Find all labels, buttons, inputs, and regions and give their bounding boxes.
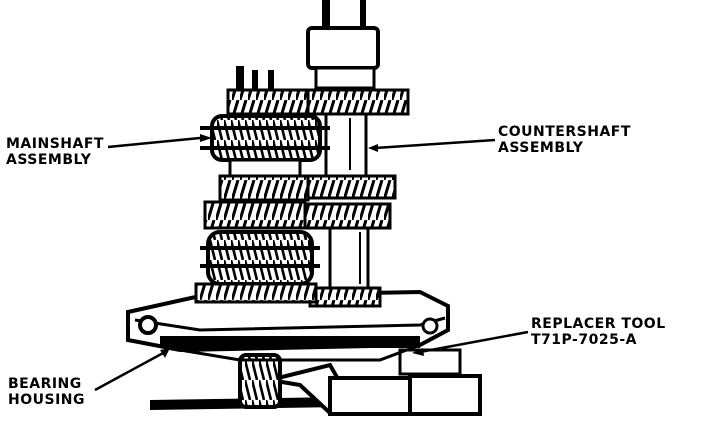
- mainshaft-leader: [107, 136, 201, 149]
- countershaft-leader: [374, 138, 496, 150]
- bearing-housing-label-line2: HOUSING: [8, 392, 85, 408]
- base-stand: [150, 348, 482, 416]
- replacer-tool-label-line2: T71P-7025-A: [531, 332, 637, 348]
- mainshaft: [194, 66, 330, 304]
- countershaft-label-line1: COUNTERSHAFT: [498, 124, 631, 140]
- countershaft-label-line2: ASSEMBLY: [498, 140, 584, 156]
- bearing-housing-label-line1: BEARING: [8, 376, 82, 392]
- bearing-housing-label: BEARING HOUSING: [8, 376, 85, 408]
- bearing-housing-leader: [94, 350, 166, 392]
- mainshaft-label-line1: MAINSHAFT: [6, 136, 104, 152]
- mainshaft-label-line2: ASSEMBLY: [6, 152, 92, 168]
- countershaft-assembly-label: COUNTERSHAFT ASSEMBLY: [498, 124, 631, 156]
- replacer-tool-label: REPLACER TOOL T71P-7025-A: [531, 316, 666, 348]
- mainshaft-assembly-label: MAINSHAFT ASSEMBLY: [6, 136, 104, 168]
- replacer-tool-leader: [419, 330, 529, 354]
- replacer-tool-label-line1: REPLACER TOOL: [531, 316, 666, 332]
- leader-lines: [94, 134, 529, 392]
